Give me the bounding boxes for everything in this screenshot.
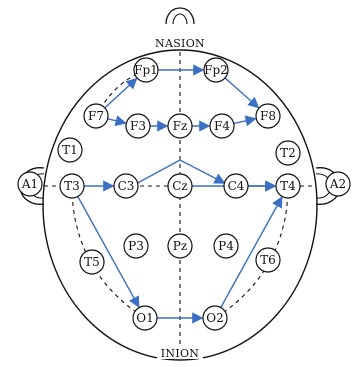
arrow-F7-to-F3 [107,115,127,127]
electrode-O1: O1 [132,305,158,331]
electrode-label: T2 [280,146,296,160]
electrode-Cz: Cz [167,173,193,199]
arrow-layer [77,64,283,324]
electrode-label: O2 [206,311,223,325]
electrode-label: Pz [173,239,187,253]
inion-label: INION [161,347,200,360]
electrode-T5: T5 [79,249,105,275]
electrode-Pz: Pz [167,233,193,259]
electrode-T2: T2 [275,140,301,166]
electrode-T4: T4 [275,173,301,199]
nose-inner [172,13,188,25]
electrode-P4: P4 [213,233,239,259]
arrow-Fp2-to-F8 [224,77,260,109]
electrode-label: C4 [228,179,245,193]
nasion-label: NASION [155,37,205,50]
electrode-T3: T3 [59,173,85,199]
electrode-label: T3 [64,179,80,193]
electrode-label: T1 [62,143,78,157]
electrode-label: Cz [172,179,188,193]
electrode-label: F4 [214,119,230,133]
electrode-F8: F8 [255,103,281,129]
electrode-Fp2: Fp2 [203,57,229,83]
electrode-label: T5 [84,255,100,269]
electrode-label: F7 [88,109,104,123]
electrode-label: Fp1 [134,63,158,77]
nose-outline [165,7,195,25]
electrode-A1: A1 [17,171,43,197]
electrode-T1: T1 [57,137,83,163]
electrode-label: F8 [260,109,276,123]
arrow-C3-to-C4 [137,159,226,184]
electrode-label: F3 [130,119,146,133]
electrode-C3: C3 [113,173,139,199]
head-outline [42,49,318,361]
electrode-label: T6 [260,253,276,267]
electrode-label: P4 [218,239,234,253]
electrode-A2: A2 [325,171,351,197]
electrode-F4: F4 [209,113,235,139]
electrode-label: Fp2 [204,63,228,77]
electrode-T6: T6 [255,247,281,273]
electrode-F7: F7 [83,103,109,129]
electrode-Fz: Fz [167,113,193,139]
arrow-T3-to-O1 [77,196,140,308]
inion-label-bg [157,346,203,359]
front-left-dashed [95,69,147,117]
nasion-label-bg [150,36,210,49]
arrow-O2-to-T4 [220,196,283,308]
electrode-label: P3 [128,239,144,253]
electrode-label: Fz [173,119,188,133]
electrode-F3: F3 [125,113,151,139]
electrode-C4: C4 [223,173,249,199]
electrode-label: O1 [136,311,153,325]
electrode-label: A1 [21,177,38,191]
electrode-label: C3 [118,179,135,193]
electrode-P3: P3 [123,233,149,259]
arrow-F7-to-Fp1 [104,77,138,109]
electrode-Fp1: Fp1 [133,57,159,83]
electrode-label: T4 [280,179,296,193]
arrow-F4-to-F8 [233,115,257,127]
electrode-O2: O2 [202,305,228,331]
electrode-label: A2 [329,177,346,191]
